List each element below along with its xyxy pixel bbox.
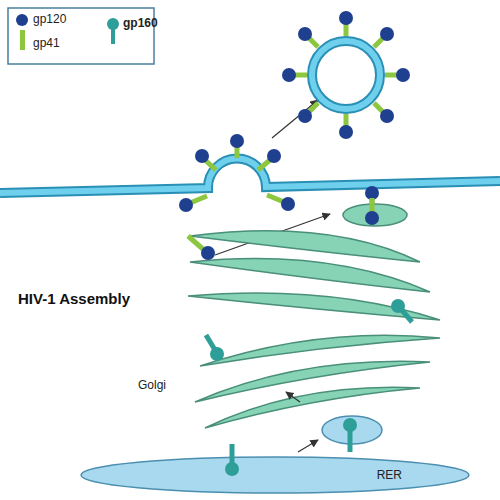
virion-gp41 (295, 24, 397, 126)
golgi-gp160 (210, 347, 224, 361)
golgi-gp41 (188, 236, 204, 250)
transport-vesicle (322, 416, 382, 444)
organelle-label: Golgi (138, 378, 166, 392)
rer-exit-arrow (298, 440, 318, 452)
bud-gp120 (179, 134, 295, 212)
vesicle-gp41 (370, 198, 375, 213)
legend-text: gp120 (33, 12, 66, 26)
release-arrow (272, 100, 318, 138)
secretory-vesicle (343, 204, 407, 226)
virion-gp120 (282, 11, 410, 139)
gp120-swatch (16, 14, 28, 26)
virion-envelope (312, 41, 380, 109)
virion-envelope-fill (312, 41, 380, 109)
vesicle-gp160-stem (348, 428, 353, 452)
plasma-membrane-fill (0, 159, 500, 193)
bud-spikes (190, 146, 284, 203)
membrane-gp120 (365, 186, 379, 200)
gp160-swatch-stem (111, 28, 115, 44)
golgi-gp160-stem (206, 335, 215, 350)
er-membrane: RER (80, 456, 470, 494)
golgi-gp120 (201, 246, 215, 260)
plasma-membrane (0, 159, 500, 193)
legend-text: gp160 (123, 16, 158, 30)
organelle-label: RER (377, 468, 402, 482)
golgi-exit-arrow (215, 214, 330, 255)
membrane-gp41 (370, 196, 375, 212)
gp160-swatch (107, 18, 119, 30)
legend-text: gp41 (33, 36, 60, 50)
diagram-title: HIV-1 Assembly (18, 290, 130, 307)
er-outline (80, 456, 470, 494)
golgi-stack (188, 231, 440, 428)
gp41-swatch (20, 30, 25, 50)
golgi-gp160 (391, 299, 405, 313)
vesicle-gp160 (343, 418, 357, 432)
vesicle-gp120 (365, 211, 379, 225)
golgi-gp160-stem (400, 308, 412, 322)
to-golgi-arrow (286, 392, 300, 402)
er-shape (81, 457, 469, 493)
